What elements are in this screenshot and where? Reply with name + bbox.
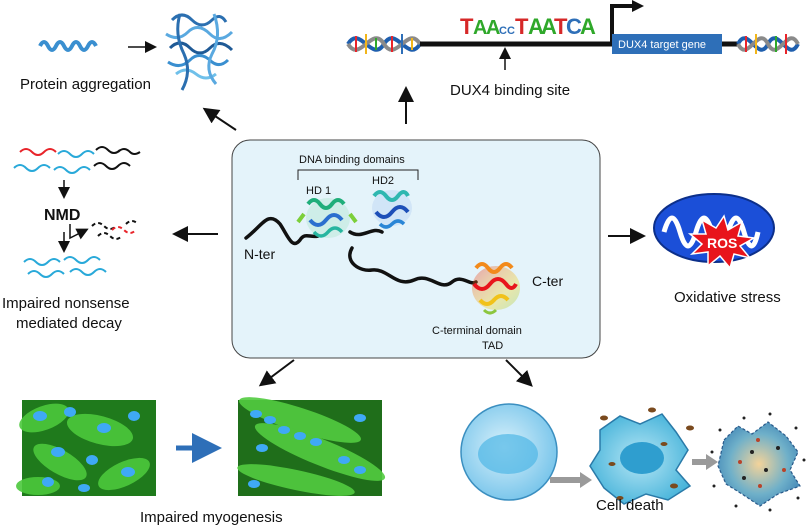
binding-site-panel: T A A C C T A A T C A DUX4 target gene bbox=[346, 0, 800, 99]
nmd-label: NMD bbox=[44, 207, 80, 224]
impaired-nmd-label-line2: mediated decay bbox=[16, 315, 122, 332]
target-gene-label: DUX4 target gene bbox=[618, 39, 706, 51]
motif-letter: T bbox=[460, 14, 474, 39]
myotube-image bbox=[237, 397, 386, 496]
apoptotic-debris bbox=[710, 412, 806, 512]
motif-letter: A bbox=[486, 17, 500, 39]
motif-letter: C bbox=[499, 25, 507, 37]
dux4-protein-panel: DNA binding domains HD 1 HD2 bbox=[231, 139, 601, 359]
cell-death-label: Cell death bbox=[596, 497, 664, 514]
dead-cell-icon bbox=[717, 421, 801, 507]
arrow-to-myogenesis bbox=[258, 359, 295, 387]
motif-letter: C bbox=[566, 14, 582, 39]
nmd-branch-arrow bbox=[69, 224, 89, 240]
motif-letter: T bbox=[515, 14, 529, 39]
hd2-label: HD2 bbox=[372, 175, 394, 187]
ros-burst-icon bbox=[687, 214, 757, 270]
n-ter-label: N-ter bbox=[244, 246, 275, 262]
dna-helix-left bbox=[346, 34, 422, 54]
transcription-start-arrow bbox=[610, 4, 634, 44]
impaired-nmd-label-line1: Impaired nonsense bbox=[2, 295, 130, 312]
protein-aggregation-label: Protein aggregation bbox=[20, 76, 151, 93]
cell-debris bbox=[600, 407, 694, 500]
protein-aggregation-panel: Protein aggregation bbox=[20, 13, 234, 93]
hd1-structure bbox=[296, 198, 358, 238]
protein-backbone bbox=[244, 216, 478, 287]
arrow-to-aggregation bbox=[202, 107, 237, 131]
motif-letter: T bbox=[554, 14, 568, 39]
tss-arrowhead bbox=[632, 0, 644, 12]
healthy-nucleus bbox=[478, 434, 538, 474]
cell-death-arrowhead-1 bbox=[580, 472, 592, 488]
motif-letter: A bbox=[580, 14, 596, 39]
dead-cell-fragments bbox=[738, 438, 786, 488]
ros-label: ROS bbox=[707, 235, 737, 251]
center-box bbox=[231, 139, 601, 359]
dying-nucleus bbox=[620, 442, 664, 474]
oxidative-stress-label: Oxidative stress bbox=[674, 289, 781, 306]
target-gene-box bbox=[612, 34, 722, 54]
nmd-panel: NMD Impaired nonsense mediated decay bbox=[2, 146, 141, 332]
hd2-structure bbox=[372, 190, 412, 229]
aggregate-icon bbox=[165, 13, 234, 91]
c-terminal-domain-label: C-terminal domain bbox=[432, 325, 522, 337]
motif-letter: A bbox=[528, 14, 544, 39]
binding-motif-logo: T A A C C T A A T C A bbox=[460, 14, 596, 39]
unfolded-protein-icon bbox=[38, 40, 98, 52]
motif-letter: A bbox=[473, 17, 487, 39]
dux4-binding-site-label: DUX4 binding site bbox=[450, 82, 570, 99]
pathway-arrows bbox=[172, 86, 646, 387]
impaired-myogenesis-label: Impaired myogenesis bbox=[140, 509, 283, 526]
mrna-transcripts-top bbox=[13, 146, 141, 174]
hd1-label: HD 1 bbox=[306, 185, 331, 197]
motif-letter: A bbox=[541, 14, 557, 39]
motif-letter: C bbox=[507, 25, 515, 37]
tad-label: TAD bbox=[482, 340, 503, 352]
dna-helix-right bbox=[736, 34, 800, 54]
myoblast-image bbox=[16, 400, 156, 496]
degraded-transcripts bbox=[91, 220, 139, 240]
myogenesis-panel: Impaired myogenesis bbox=[16, 397, 386, 526]
arrow-to-cell-death bbox=[505, 359, 533, 387]
cell-death-panel: Cell death bbox=[460, 403, 806, 514]
domain-bracket bbox=[297, 169, 419, 180]
c-terminal-structure bbox=[472, 262, 520, 315]
oxidative-stress-panel: ROS Oxidative stress bbox=[653, 193, 781, 306]
mrna-transcripts-bottom bbox=[23, 256, 107, 278]
cell-death-arrowhead-2 bbox=[706, 454, 718, 470]
c-ter-label: C-ter bbox=[532, 273, 563, 289]
dna-binding-domains-label: DNA binding domains bbox=[299, 154, 405, 166]
